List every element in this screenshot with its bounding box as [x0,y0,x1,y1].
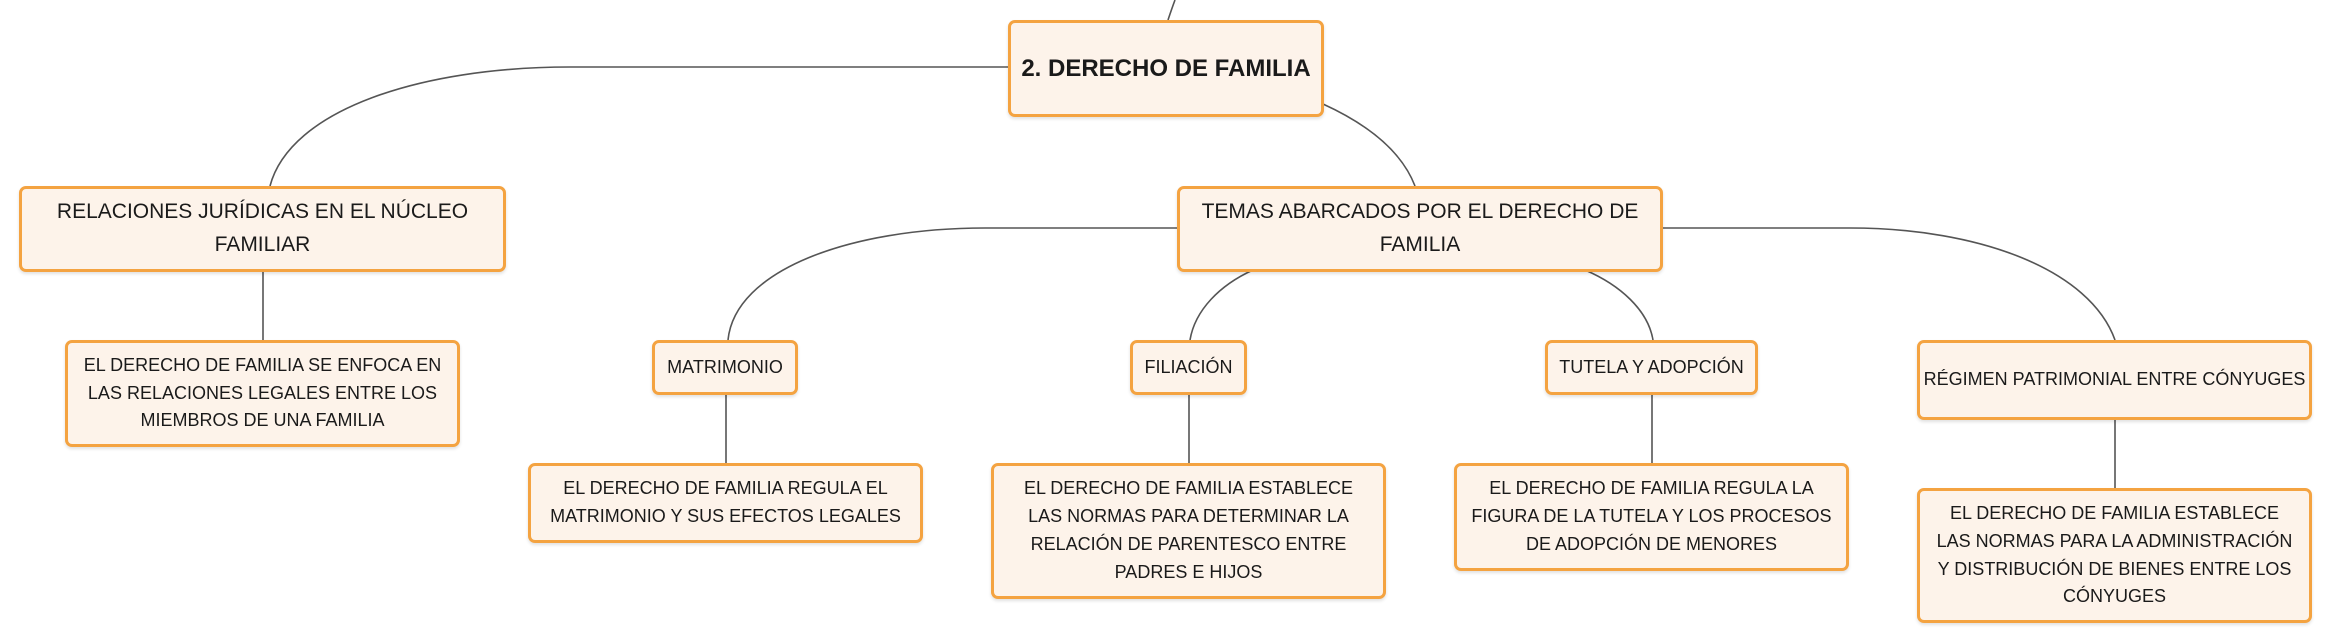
connector-temas-filiacion [1189,269,1254,341]
note-relaciones[interactable]: EL DERECHO DE FAMILIA SE ENFOCA EN LAS R… [65,340,460,447]
connector-root-relaciones [269,66,1008,187]
note-matrimonio[interactable]: EL DERECHO DE FAMILIA REGULA EL MATRIMON… [528,463,923,543]
connector-temas-regimen [1663,227,2116,341]
connector-top [1167,0,1176,21]
connector-root-temas [1322,103,1416,187]
connector-temas-matrimonio [727,227,1177,341]
subtopic-matrimonio[interactable]: MATRIMONIO [652,340,798,395]
topic-temas[interactable]: TEMAS ABARCADOS POR EL DERECHO DE FAMILI… [1177,186,1663,272]
note-tutela-adopcion[interactable]: EL DERECHO DE FAMILIA REGULA LA FIGURA D… [1454,463,1849,571]
note-regimen-patrimonial[interactable]: EL DERECHO DE FAMILIA ESTABLECE LAS NORM… [1917,488,2312,623]
note-filiacion[interactable]: EL DERECHO DE FAMILIA ESTABLECE LAS NORM… [991,463,1386,599]
root-topic[interactable]: 2. DERECHO DE FAMILIA [1008,20,1324,117]
connector-temas-tutela [1584,269,1654,341]
subtopic-tutela-adopcion[interactable]: TUTELA Y ADOPCIÓN [1545,340,1758,395]
subtopic-filiacion[interactable]: FILIACIÓN [1130,340,1247,395]
topic-relaciones[interactable]: RELACIONES JURÍDICAS EN EL NÚCLEO FAMILI… [19,186,506,272]
subtopic-regimen-patrimonial[interactable]: RÉGIMEN PATRIMONIAL ENTRE CÓNYUGES [1917,340,2312,420]
